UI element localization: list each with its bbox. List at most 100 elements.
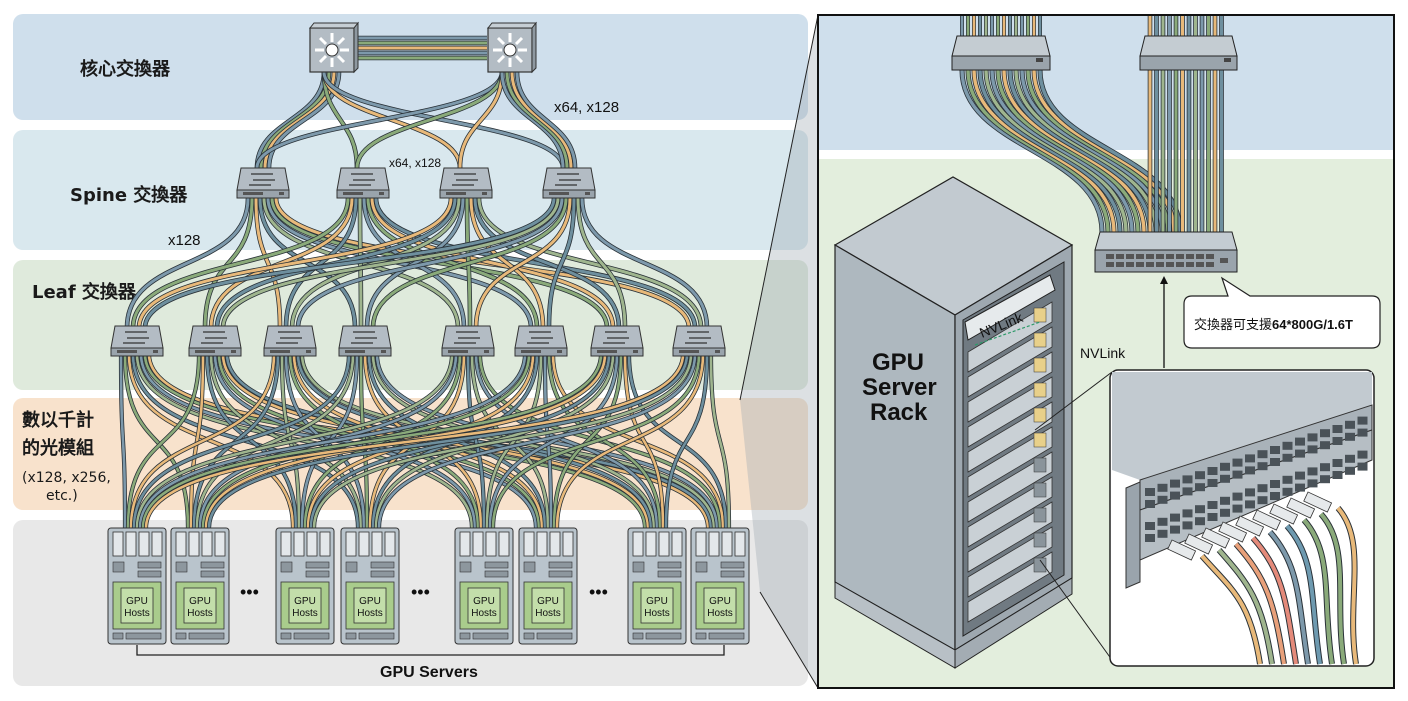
transceiver-module xyxy=(1184,533,1214,555)
annotation-spine-leaf: x128 xyxy=(168,232,201,249)
gpu-host-label-line1: GPU xyxy=(189,596,211,607)
gpu-host-label-line2: Hosts xyxy=(292,608,318,619)
detail-cable-core xyxy=(978,69,1122,233)
cable-core xyxy=(469,197,545,329)
cable-core xyxy=(312,353,693,529)
rack-label-line3: Rack xyxy=(870,399,928,426)
rack-to-detail-line-2 xyxy=(1039,559,1113,661)
cable-core xyxy=(500,71,565,169)
cable-core xyxy=(135,353,454,529)
cable-bundle-group xyxy=(118,35,732,529)
leaf-switch-icon xyxy=(188,325,242,357)
transceiver-port xyxy=(371,531,383,557)
cable-core xyxy=(664,353,709,529)
transceiver-port xyxy=(498,531,510,557)
gpu-host-label-line1: GPU xyxy=(294,596,316,607)
switch-port xyxy=(1186,254,1194,259)
closeup-port xyxy=(1320,475,1330,484)
closeup-port xyxy=(1282,441,1293,450)
transceiver-port xyxy=(536,531,548,557)
cable-core xyxy=(355,71,504,169)
transceiver-port xyxy=(214,531,226,557)
closeup-port xyxy=(1220,508,1230,517)
cable-core xyxy=(132,353,351,529)
zoom-wedge-edge-top xyxy=(739,14,819,401)
transceiver-port xyxy=(345,531,357,557)
rack-to-detail-line xyxy=(1034,371,1113,431)
rack-server-unit xyxy=(967,301,1053,373)
closeup-port xyxy=(1320,463,1330,472)
transceiver-port xyxy=(384,531,396,557)
cable-core xyxy=(322,71,462,169)
cable-core xyxy=(366,197,539,329)
closeup-fiber-core xyxy=(1285,524,1322,665)
closeup-port xyxy=(1357,428,1368,437)
callout-text-main: 交換器可支援 xyxy=(1194,317,1272,332)
cable-core xyxy=(627,353,728,529)
cable-core xyxy=(466,353,486,529)
closeup-port xyxy=(1357,450,1368,459)
closeup-port xyxy=(1207,479,1218,487)
closeup-port xyxy=(1257,484,1268,493)
cable-core xyxy=(709,353,731,529)
cable-core xyxy=(119,353,127,529)
closeup-port xyxy=(1195,471,1205,480)
detail-core-switch-right xyxy=(1139,35,1238,71)
transceiver-port xyxy=(645,531,657,557)
transceiver-module xyxy=(1201,527,1231,549)
closeup-port xyxy=(1170,525,1180,534)
gpu-host-label-line1: GPU xyxy=(359,596,381,607)
gpu-host-label-line1: GPU xyxy=(709,596,731,607)
detail-cable-core xyxy=(1008,69,1152,233)
closeup-port xyxy=(1220,496,1230,505)
closeup-port xyxy=(1345,454,1355,463)
gpu-servers-label: GPU Servers xyxy=(380,664,478,681)
transceiver-port xyxy=(523,531,535,557)
closeup-port xyxy=(1232,470,1243,479)
cable-core xyxy=(555,353,705,529)
switch-port xyxy=(1166,262,1174,267)
cable-core xyxy=(543,353,553,529)
cable-core xyxy=(254,197,282,329)
cable-core xyxy=(474,353,659,529)
transceiver-module xyxy=(1286,497,1316,519)
closeup-port xyxy=(1145,522,1155,530)
cable-core xyxy=(144,353,685,529)
closeup-port xyxy=(1232,504,1243,513)
transceiver-port xyxy=(138,531,150,557)
rack-server-unit xyxy=(967,426,1053,498)
closeup-port xyxy=(1295,483,1305,492)
cable-core xyxy=(195,353,355,529)
closeup-port xyxy=(1195,505,1205,514)
leaf-switch-icon xyxy=(590,325,644,357)
transceiver-module xyxy=(1303,491,1333,513)
transceiver-port xyxy=(280,531,292,557)
switch-port xyxy=(1136,254,1144,259)
leaf-switch-icon xyxy=(514,325,568,357)
gpu-host-label-line2: Hosts xyxy=(535,608,561,619)
core-layer-label: 核心交換器 xyxy=(80,59,170,80)
closeup-fiber-core xyxy=(1268,530,1310,665)
switch-port xyxy=(1196,254,1204,259)
closeup-port xyxy=(1182,509,1193,518)
detail-cable-core xyxy=(1038,69,1182,233)
spine-switch-icon xyxy=(542,167,596,199)
spine-switch-icon xyxy=(439,167,493,199)
cable-core xyxy=(209,197,354,329)
spine-layer-label: Spine 交換器 xyxy=(70,185,188,206)
gpu-host-label-line1: GPU xyxy=(126,596,148,607)
closeup-fiber-core xyxy=(1336,506,1358,665)
transceiver-module xyxy=(1269,503,1299,525)
cable-core xyxy=(123,353,190,529)
closeup-port xyxy=(1295,437,1305,446)
leaf-switch-icon xyxy=(338,325,392,357)
switch-port xyxy=(1156,262,1164,267)
closeup-port xyxy=(1145,500,1155,508)
closeup-port xyxy=(1195,483,1205,492)
gpu-servers-bracket xyxy=(136,645,725,656)
transceiver-port xyxy=(721,531,733,557)
switch-port xyxy=(1206,254,1214,259)
